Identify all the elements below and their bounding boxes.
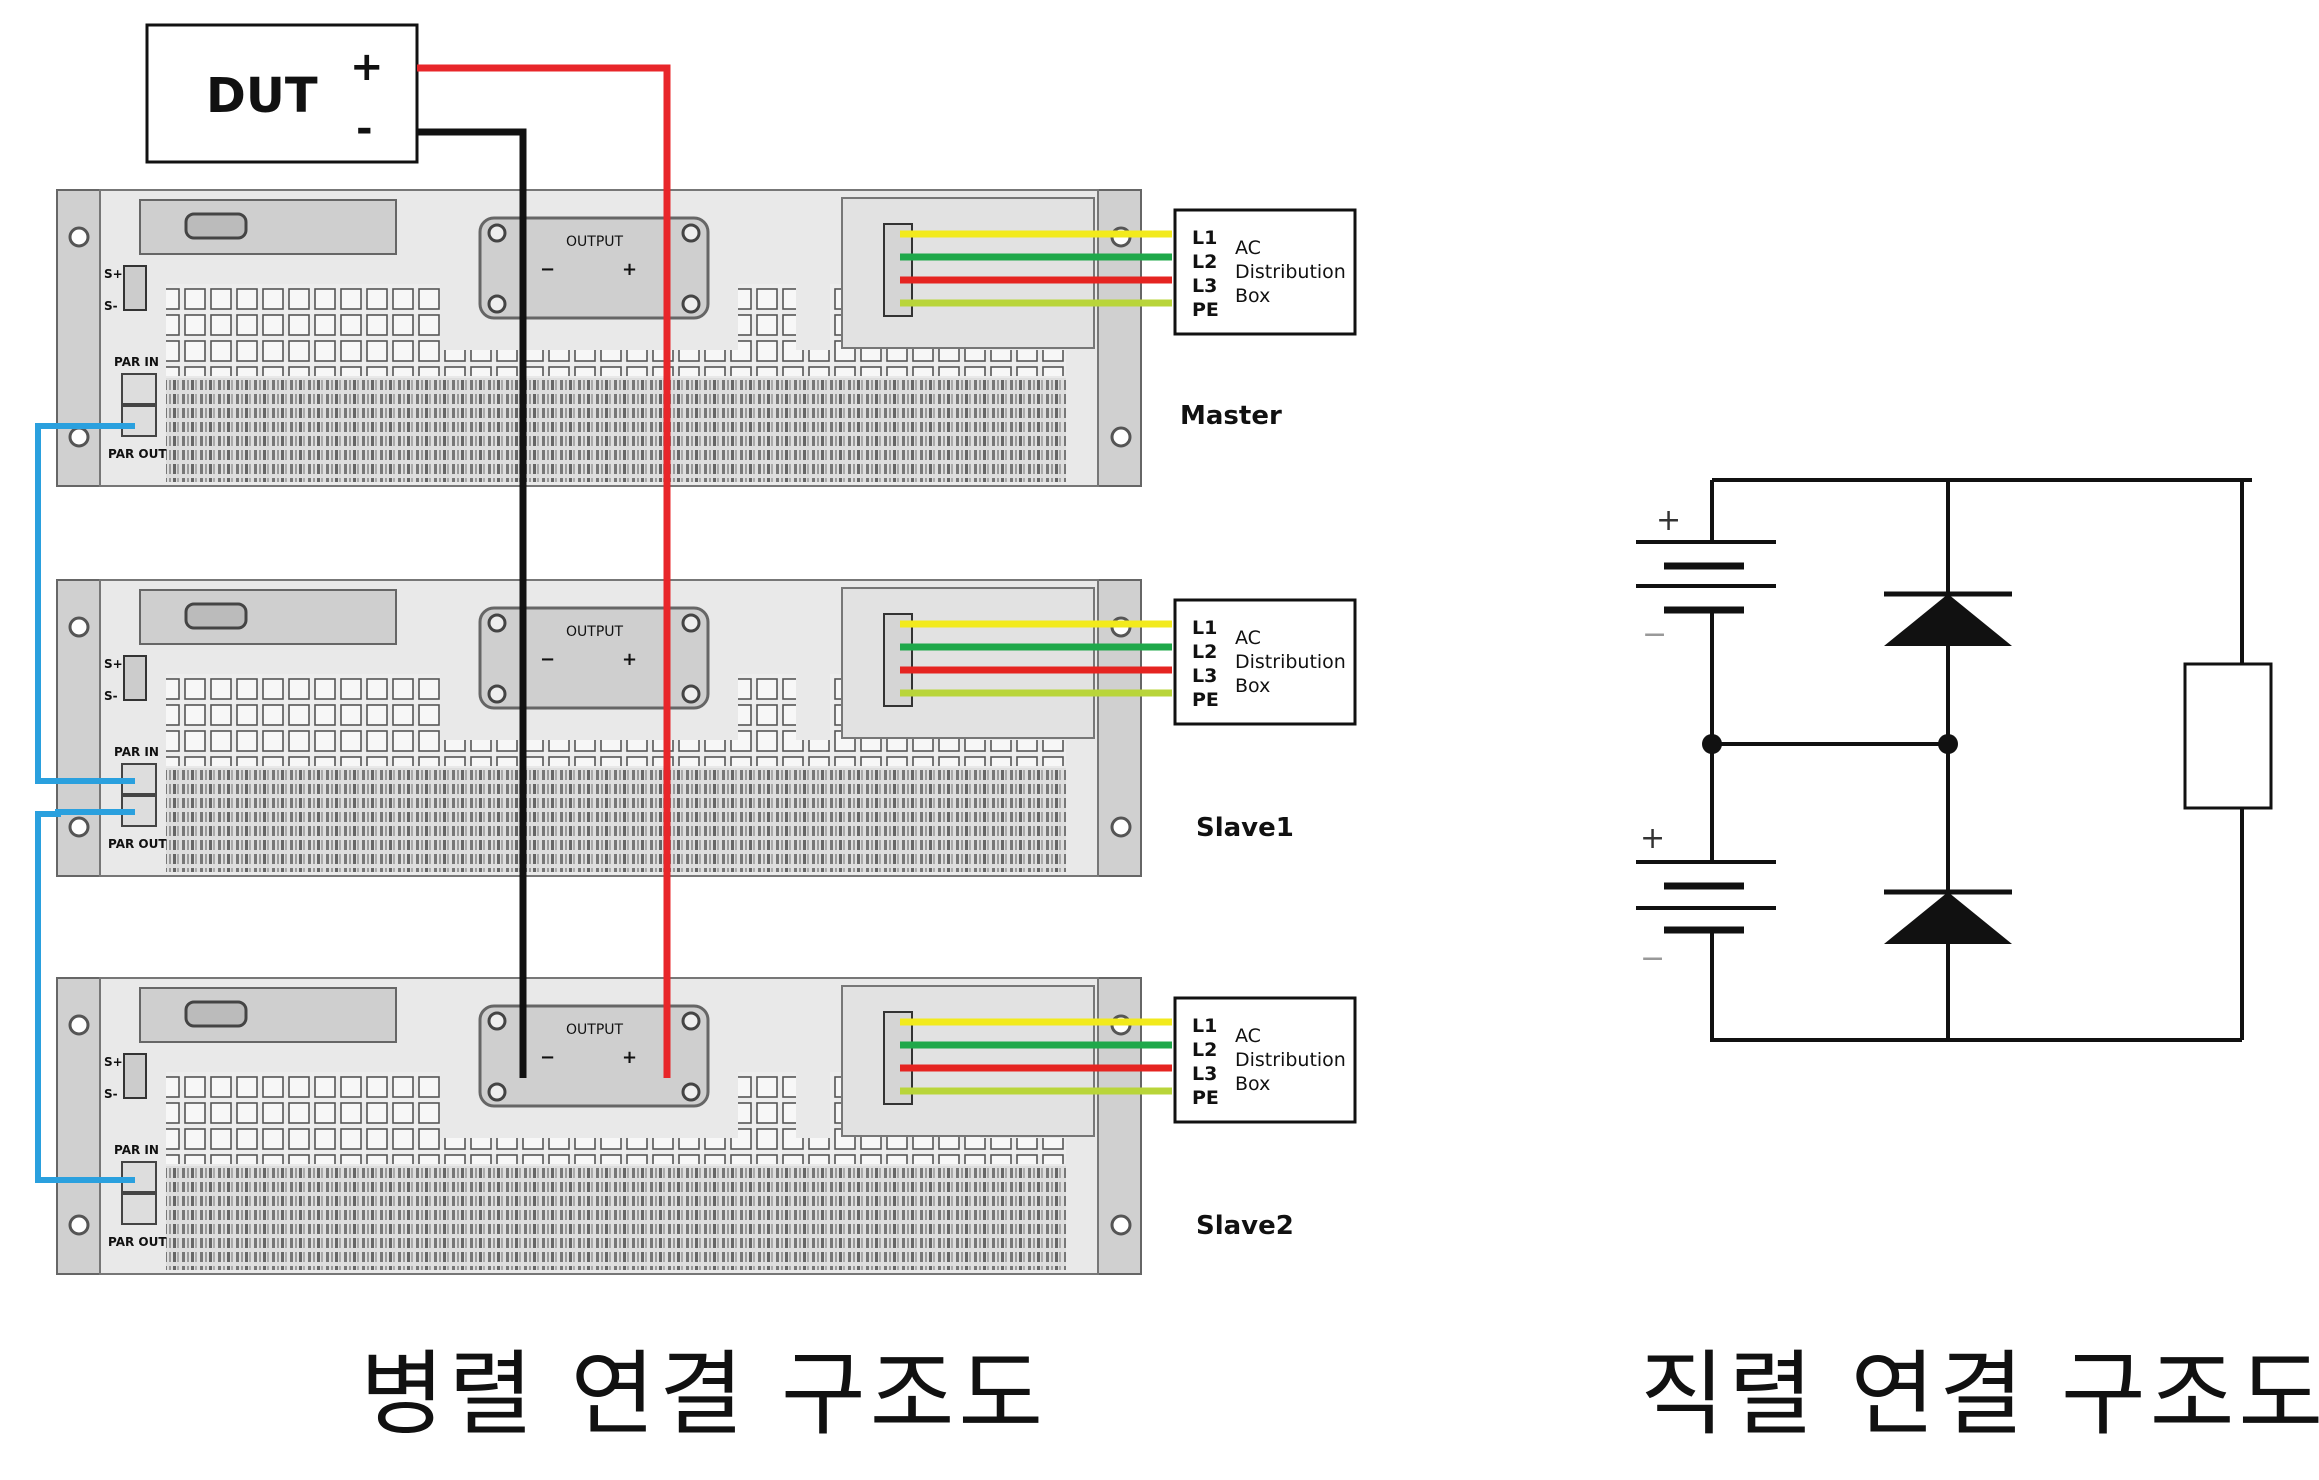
series-circuit [1636,478,2273,1042]
ac-line-label-l1: L1 [1192,617,1217,639]
sense-plus-label: S+ [104,1055,123,1069]
battery2-plus: + [1640,821,1665,856]
unit-name-label: Slave2 [1196,1211,1294,1241]
ac-line-label-pe: PE [1192,689,1219,711]
sense-plus-label: S+ [104,267,123,281]
sense-minus-label: S- [104,689,118,703]
battery1-plus: + [1656,503,1681,538]
ac-box-desc-2: Box [1235,675,1270,697]
sense-minus-label: S- [104,1087,118,1101]
sense-minus-label: S- [104,299,118,313]
output-plus-terminal: + [622,259,637,280]
output-minus-terminal: − [540,259,555,280]
diode-lower [1884,889,2012,944]
output-label: OUTPUT [566,234,624,250]
ac-line-label-l3: L3 [1192,275,1217,297]
ac-box-desc-0: AC [1235,627,1261,649]
ac-line-label-l3: L3 [1192,1063,1217,1085]
output-plus-terminal: + [622,1047,637,1068]
ac-box-desc-1: Distribution [1235,651,1346,673]
par-in-label: PAR IN [114,745,159,759]
dut-minus-terminal: - [356,106,373,152]
dut-negative-wire [417,128,527,1078]
output-label: OUTPUT [566,1022,624,1038]
dut-plus-terminal: + [350,44,384,90]
ac-line-label-l2: L2 [1192,1039,1217,1061]
par-out-label: PAR OUT [108,837,167,851]
par-link-wire-slave1-slave2 [35,809,135,1183]
ac-line-label-l1: L1 [1192,1015,1217,1037]
output-label: OUTPUT [566,624,624,640]
junction-node-right [1938,734,1958,754]
caption-series-diagram: 직렬 연결 구조도 [1640,1341,2319,1448]
par-in-label: PAR IN [114,355,159,369]
par-link-wire-master-slave1 [35,423,135,784]
dut-box: DUT + - [145,23,419,164]
unit-name-label: Slave1 [1196,813,1294,843]
junction-node-left [1702,734,1722,754]
ac-line-label-pe: PE [1192,1087,1219,1109]
ac-box-desc-0: AC [1235,1025,1261,1047]
battery1-minus: − [1642,617,1667,652]
ac-line-label-l1: L1 [1192,227,1217,249]
ac-box-desc-1: Distribution [1235,1049,1346,1071]
ac-line-label-l3: L3 [1192,665,1217,687]
dut-label: DUT [206,68,318,124]
sense-plus-label: S+ [104,657,123,671]
ac-line-label-pe: PE [1192,299,1219,321]
par-in-label: PAR IN [114,1143,159,1157]
ac-line-label-l2: L2 [1192,251,1217,273]
ac-box-desc-0: AC [1235,237,1261,259]
battery2-minus: − [1640,941,1665,976]
ac-box-desc-2: Box [1235,1073,1270,1095]
output-minus-terminal: − [540,649,555,670]
par-out-label: PAR OUT [108,447,167,461]
ac-box-desc-2: Box [1235,285,1270,307]
caption-parallel-diagram: 병렬 연결 구조도 [360,1341,1047,1448]
ac-box-desc-1: Distribution [1235,261,1346,283]
unit-name-label: Master [1180,401,1282,431]
output-plus-terminal: + [622,649,637,670]
ac-line-label-l2: L2 [1192,641,1217,663]
par-out-label: PAR OUT [108,1235,167,1249]
dut-positive-wire [417,64,671,1078]
output-minus-terminal: − [540,1047,555,1068]
diode-upper [1884,591,2012,646]
